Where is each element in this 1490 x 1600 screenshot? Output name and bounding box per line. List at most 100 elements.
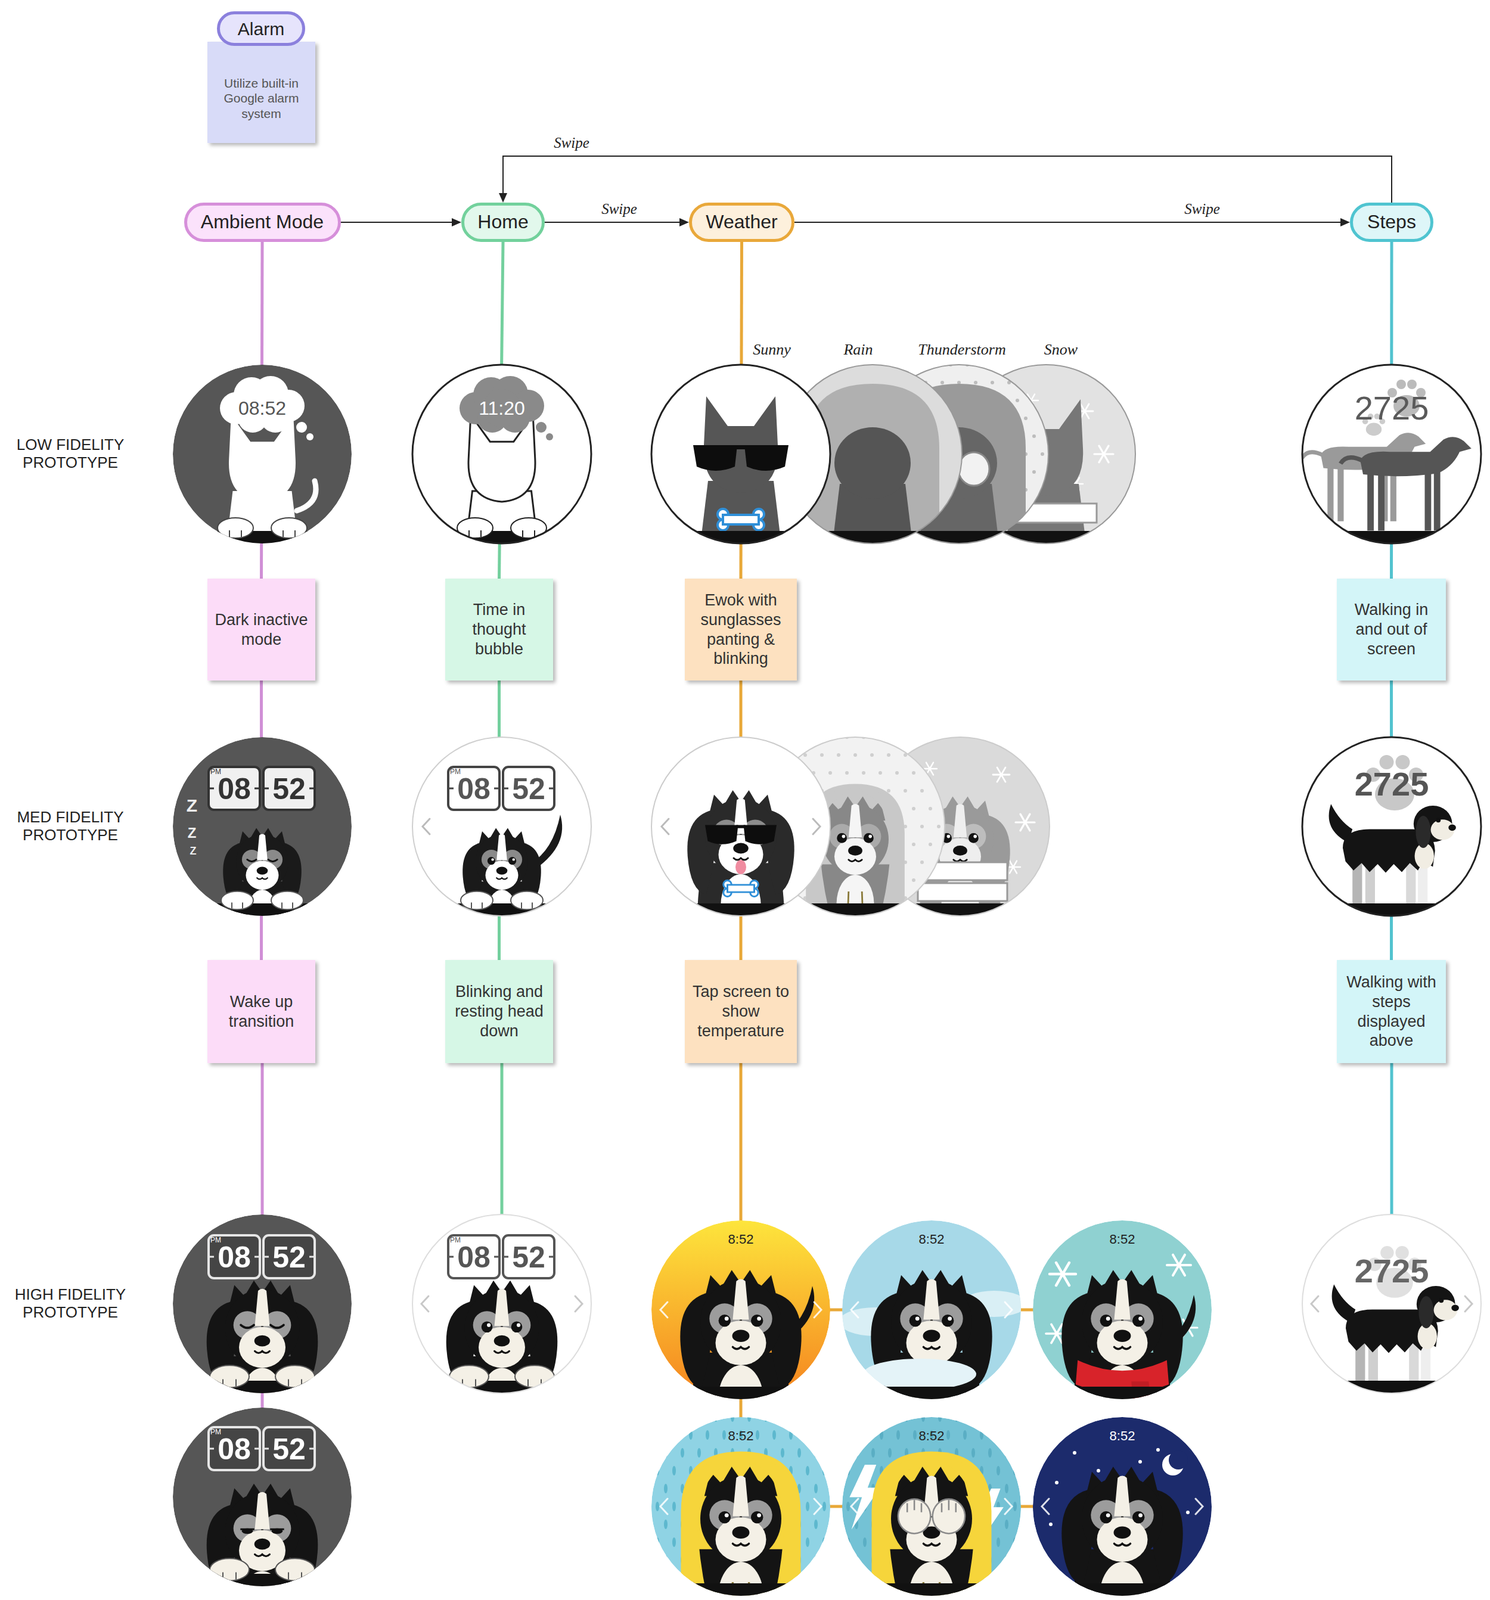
flip-card xyxy=(208,767,260,810)
star xyxy=(1054,1481,1059,1485)
nav-chevron xyxy=(1041,1498,1049,1515)
dog-nose xyxy=(953,845,968,856)
sketch-head xyxy=(834,427,911,499)
rain-dot xyxy=(945,771,949,775)
rain-drop xyxy=(963,1430,967,1440)
sky-cloud xyxy=(863,1358,977,1390)
watch-ground xyxy=(1032,1220,1212,1400)
sticky-note: Blinking and resting head down xyxy=(445,960,554,1064)
dog-skull xyxy=(475,834,529,890)
rain-drop xyxy=(822,1537,827,1548)
flip-card xyxy=(448,767,500,810)
nav-chevron xyxy=(660,1498,668,1515)
rain-drop xyxy=(988,1448,992,1458)
rain-dot xyxy=(895,735,899,740)
dog-muzzle xyxy=(238,1327,286,1369)
dog-leg xyxy=(1367,469,1374,532)
nav-chevron xyxy=(1464,1296,1473,1312)
rain-drop xyxy=(814,1591,818,1600)
rain-drop xyxy=(805,1537,810,1548)
ledge-band xyxy=(783,531,962,621)
rain-dot xyxy=(1048,362,1053,367)
watch-rim xyxy=(412,737,592,917)
connector-line xyxy=(544,221,682,223)
rain-dot xyxy=(845,771,849,775)
rain-dot xyxy=(778,914,782,918)
rain-drop xyxy=(846,1573,850,1583)
arrow-head xyxy=(498,193,508,203)
rain-drop xyxy=(797,1591,802,1600)
rain-dot xyxy=(920,753,924,757)
watch-face xyxy=(1032,1220,1212,1477)
rain-dot xyxy=(1015,398,1020,403)
flip-notch xyxy=(208,1256,214,1259)
watch-face xyxy=(1032,1417,1212,1600)
watch-rim xyxy=(651,737,831,917)
snowflake xyxy=(1051,1324,1063,1343)
edge-label: Swipe xyxy=(551,134,592,152)
rain-dot xyxy=(920,824,924,829)
arrow-head xyxy=(451,218,462,227)
dog-paw xyxy=(209,1365,250,1388)
rain-drop xyxy=(1004,1448,1009,1458)
rain-dot xyxy=(898,541,903,546)
thought-dot xyxy=(296,421,307,433)
rain-drop xyxy=(697,1412,701,1423)
star xyxy=(1096,1469,1101,1473)
alarm-note: Utilize built-in Google alarm system xyxy=(207,41,316,144)
snowflake xyxy=(1080,404,1089,419)
dog-leg xyxy=(1327,463,1334,522)
rain-dot xyxy=(936,896,941,900)
connector xyxy=(544,218,689,227)
rain-drop xyxy=(663,1412,668,1423)
rain-drop xyxy=(672,1466,676,1476)
dog-tongue xyxy=(735,860,747,875)
rain-drop xyxy=(1004,1519,1009,1530)
eye-glint xyxy=(973,834,977,839)
rain-drop xyxy=(755,1430,760,1440)
sunglasses-bridge xyxy=(736,825,746,829)
dog-eye xyxy=(718,1511,731,1524)
eye-glint xyxy=(1106,1513,1111,1518)
rain-dot xyxy=(1048,470,1053,474)
node-text: Home xyxy=(477,211,529,233)
flip-card xyxy=(263,767,315,810)
rain-dot xyxy=(915,541,920,546)
rain-drop xyxy=(814,1484,818,1494)
sketch-head xyxy=(703,396,778,493)
paw-toes xyxy=(522,530,535,537)
dog-muzzle xyxy=(906,1320,958,1366)
rain-dot xyxy=(878,771,883,775)
watch-ground xyxy=(1302,1214,1482,1394)
watch-face xyxy=(651,1220,831,1477)
rain-drop xyxy=(805,1430,810,1440)
dog-skull xyxy=(1081,1476,1163,1562)
rain-dot xyxy=(928,878,933,883)
rain-drop xyxy=(688,1430,693,1440)
clock-time: 8:52 xyxy=(919,1231,945,1247)
rain-drop xyxy=(747,1412,751,1423)
eye-glint xyxy=(947,834,951,839)
dog-mouth xyxy=(848,860,862,862)
rain-dot xyxy=(886,789,891,793)
dog-head xyxy=(1061,1466,1183,1600)
walking-dog xyxy=(1329,804,1457,906)
rain-dot xyxy=(836,753,841,757)
eye-glint xyxy=(1106,1316,1111,1321)
watch-ground xyxy=(172,1214,352,1394)
rain-drop xyxy=(680,1591,685,1600)
flip-notch xyxy=(263,787,269,790)
flip-notch xyxy=(309,1256,315,1259)
rain-dot xyxy=(911,914,916,918)
sunglasses-lens xyxy=(705,825,739,845)
row-label: LOW FIDELITY PROTOTYPE xyxy=(3,436,138,473)
rain-drop xyxy=(814,1412,818,1423)
watch-face xyxy=(172,1407,352,1600)
flip-card xyxy=(208,1427,260,1471)
rain-dot xyxy=(945,735,949,740)
rain-drop xyxy=(697,1448,701,1458)
screen-pill: Ambient Mode xyxy=(184,202,341,242)
rain-dot xyxy=(911,878,916,883)
rain-dot xyxy=(928,735,933,740)
dog-nose xyxy=(254,1335,271,1347)
